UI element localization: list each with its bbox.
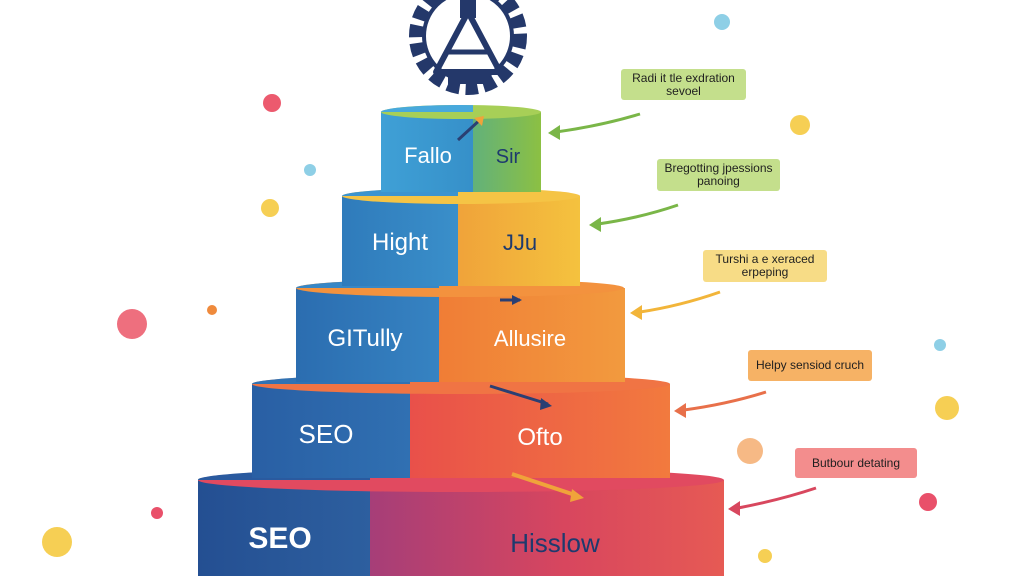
tier-1-left-face xyxy=(381,112,473,192)
callout-2-line2: panoing xyxy=(697,174,740,188)
compass-base xyxy=(448,72,488,84)
tier-1: Fallo Sir xyxy=(381,105,541,192)
compass-shape xyxy=(433,9,503,75)
dot xyxy=(117,309,147,339)
tier-1-right-face xyxy=(473,112,541,192)
tier-5-right-face xyxy=(370,480,724,576)
dot xyxy=(304,164,316,176)
tier-4-left-label: SEO xyxy=(299,419,354,449)
tier-5-left-face xyxy=(198,480,370,576)
pyramid: SEO Hisslow SEO Ofto GITully Allusire xyxy=(197,105,724,576)
callout-arrow-3-head xyxy=(630,305,642,320)
connector-arrow-2-head xyxy=(512,295,522,305)
dot xyxy=(151,507,163,519)
dot xyxy=(263,94,281,112)
callout-arrows xyxy=(548,112,817,516)
tier-3-left-face xyxy=(296,288,439,382)
callout-3: Turshi a e xeraced erpeping xyxy=(703,250,827,282)
connector-arrow-3 xyxy=(489,384,549,406)
callout-1-line1: Radi it tle exdration xyxy=(632,70,735,85)
dot xyxy=(714,14,730,30)
callout-2: Bregotting jpessions panoing xyxy=(657,159,780,191)
tier-2: Hight JJu xyxy=(341,188,580,286)
dot xyxy=(934,339,946,351)
callout-3-line1: Turshi a e xeraced xyxy=(715,252,815,266)
tier-2-left-label: Hight xyxy=(372,229,428,256)
gear-compass-icon xyxy=(409,0,527,95)
dot xyxy=(42,527,72,557)
callout-2-line1: Bregotting jpessions xyxy=(664,161,773,175)
dot xyxy=(790,115,810,135)
connector-arrow-3-head xyxy=(540,398,552,410)
callout-3-line2: erpeping xyxy=(741,265,789,279)
connector-arrow-4 xyxy=(511,472,579,498)
gear-ring xyxy=(409,0,527,95)
tier-5-right-label: Hisslow xyxy=(510,528,600,558)
callout-4: Helpy sensiod cruch xyxy=(748,350,872,381)
connector-arrow-4-head xyxy=(570,489,584,502)
connector-arrow-1-head xyxy=(474,116,484,126)
tier-5-left-label: SEO xyxy=(248,522,311,555)
decorative-dots xyxy=(42,14,959,563)
callout-arrow-3 xyxy=(639,290,721,314)
tier-connector-arrows xyxy=(456,116,584,502)
tier-1-left-label: Fallo xyxy=(404,143,452,168)
compass-head xyxy=(460,0,476,18)
callout-5-line1: Butbour detating xyxy=(811,455,901,470)
tier-1-top-left xyxy=(381,105,473,112)
tier-2-left-face xyxy=(342,196,458,286)
callout-1: Radi it tle exdration sevoel xyxy=(621,69,746,100)
callout-5: Butbour detating xyxy=(795,448,917,478)
dot xyxy=(919,493,937,511)
dot xyxy=(737,438,763,464)
tier-3-right-face xyxy=(439,288,625,382)
callout-arrow-1 xyxy=(555,112,641,134)
tier-3: GITully Allusire xyxy=(296,279,625,382)
callout-arrow-1-head xyxy=(548,125,560,140)
callout-arrow-2 xyxy=(597,203,679,226)
dot xyxy=(207,305,217,315)
tier-4-right-face xyxy=(410,384,670,478)
tier-4-left-face xyxy=(252,384,410,478)
tier-2-right-face xyxy=(458,196,580,286)
callout-4-line1: Helpy sensiod cruch xyxy=(755,358,865,372)
callout-arrow-2-head xyxy=(589,217,601,232)
tier-1-right-label: Sir xyxy=(496,146,521,168)
dot xyxy=(935,396,959,420)
tier-3-left-label: GITully xyxy=(327,325,402,352)
tier-2-right-label: JJu xyxy=(503,230,537,255)
tier-5: SEO Hisslow xyxy=(197,468,724,576)
callout-arrow-4 xyxy=(683,390,767,412)
callout-arrow-4-head xyxy=(674,403,686,418)
dot xyxy=(261,199,279,217)
callout-arrow-5-head xyxy=(728,501,740,516)
tier-4-right-label: Ofto xyxy=(517,424,562,451)
tier-4: SEO Ofto xyxy=(251,374,670,478)
callout-1-line2: sevoel xyxy=(666,83,701,98)
callout-arrow-5 xyxy=(737,486,817,510)
tier-3-right-label: Allusire xyxy=(494,326,566,351)
dot xyxy=(758,549,772,563)
